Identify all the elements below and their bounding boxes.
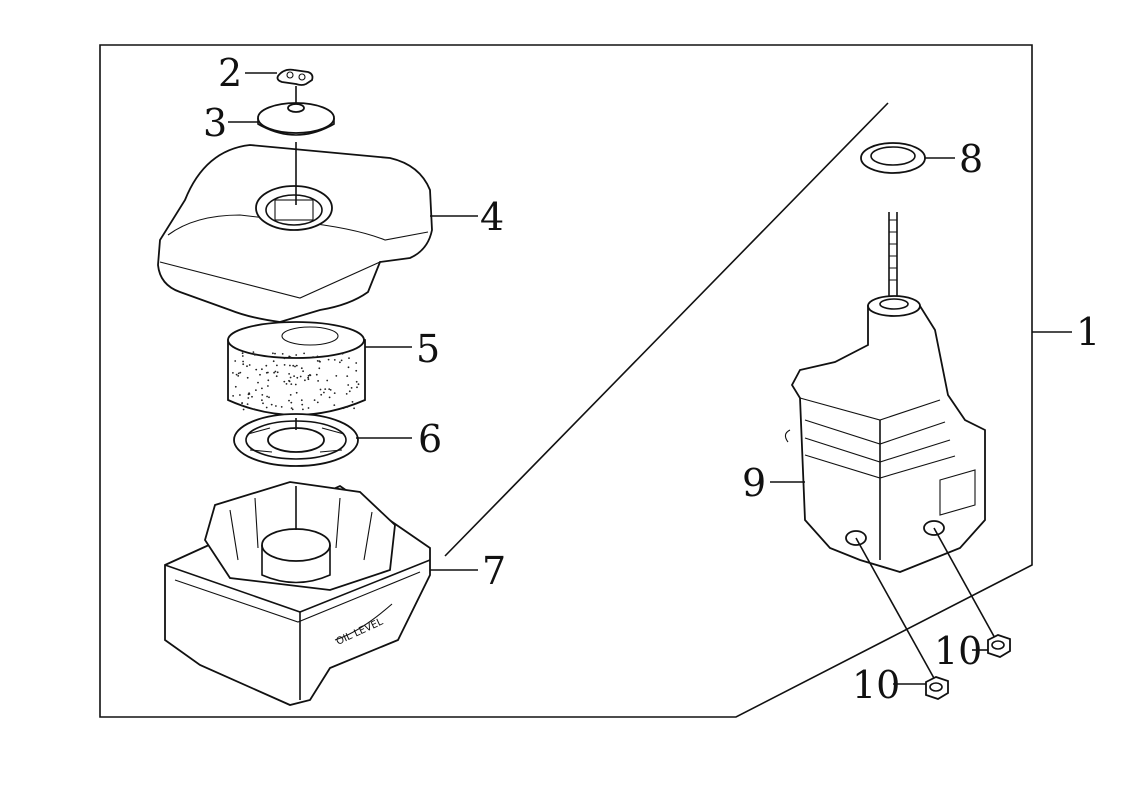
label-6: 6 bbox=[418, 417, 442, 461]
part-10-nut-b bbox=[855, 537, 949, 700]
part-5-filter bbox=[227, 321, 412, 416]
label-10-left: 10 bbox=[852, 663, 900, 707]
part-7-case: OIL LEVEL bbox=[164, 481, 478, 706]
label-4: 4 bbox=[480, 195, 504, 239]
assembly-frame bbox=[99, 44, 1072, 718]
label-9: 9 bbox=[742, 461, 766, 505]
part-6-gasket bbox=[233, 413, 412, 467]
label-5: 5 bbox=[416, 327, 440, 371]
part-10-nut-a bbox=[933, 527, 1011, 658]
part-8-oring bbox=[860, 142, 955, 174]
callout-labels: 1 2 3 4 5 6 7 8 9 10 10 bbox=[203, 51, 1100, 707]
part-4-cover bbox=[157, 142, 478, 323]
filter-texture bbox=[232, 351, 360, 411]
label-8: 8 bbox=[959, 137, 983, 181]
label-3: 3 bbox=[203, 101, 227, 145]
label-2: 2 bbox=[218, 51, 242, 95]
part-3-cap bbox=[228, 86, 335, 136]
label-10-right: 10 bbox=[934, 629, 982, 673]
part-2-clip bbox=[245, 68, 314, 86]
part-9-elbow bbox=[770, 212, 986, 573]
label-7: 7 bbox=[482, 549, 506, 593]
label-1: 1 bbox=[1076, 310, 1100, 354]
